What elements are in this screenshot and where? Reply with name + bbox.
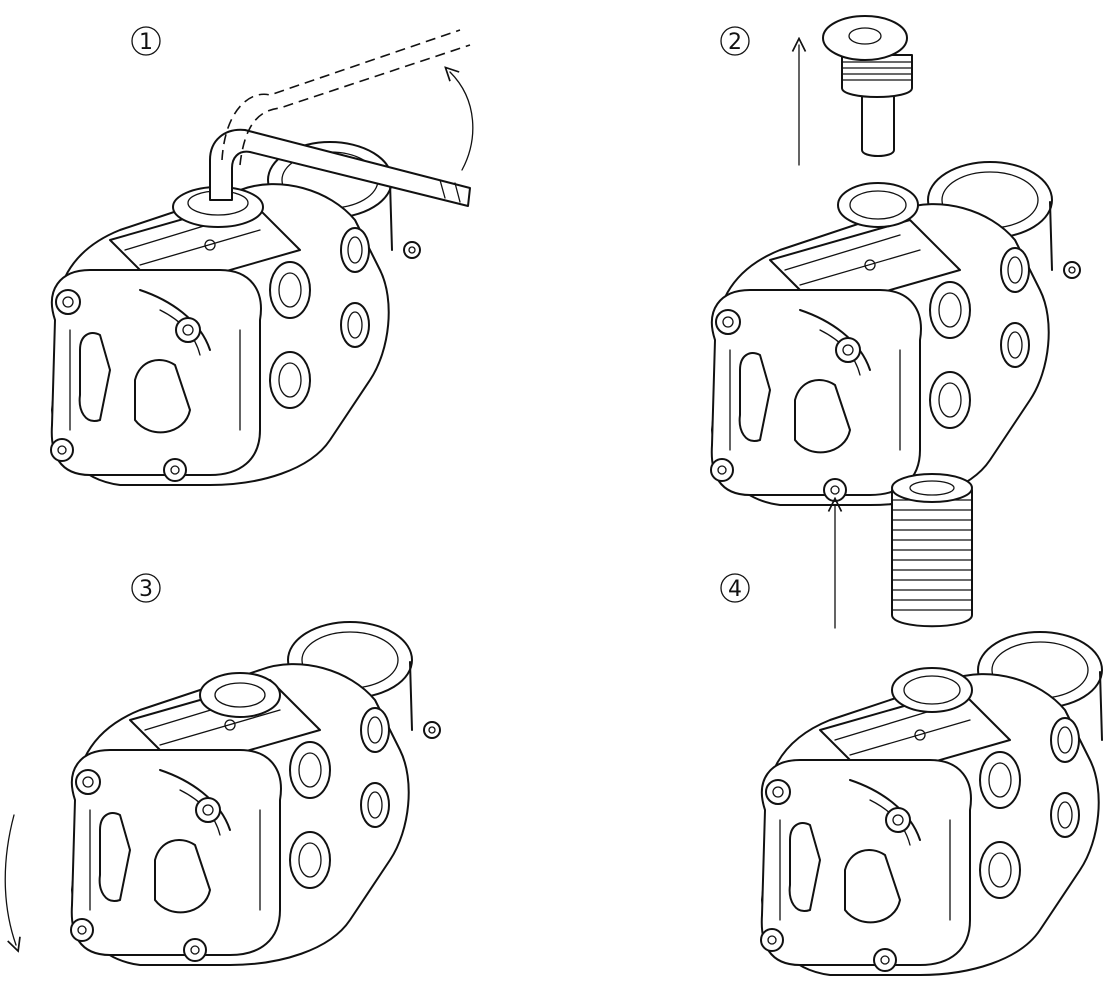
threaded-insert [891, 473, 973, 628]
hex-wrench [209, 128, 471, 207]
rotation-arrow [450, 72, 474, 171]
step-4-panel: 4 [720, 473, 1110, 976]
step-1-panel: 1 [50, 26, 474, 486]
top-cap-bolt [822, 15, 913, 157]
step-4-number: 4 [720, 573, 750, 603]
step-2-panel: 2 [710, 15, 1081, 506]
step-1-number: 1 [131, 26, 161, 56]
step-4-label: 4 [728, 577, 742, 602]
threaded-hole [837, 182, 919, 228]
step-1-label: 1 [139, 30, 153, 55]
step-3-panel: 3 [4, 573, 441, 966]
step-2-label: 2 [728, 30, 742, 55]
step-3-number: 3 [131, 573, 161, 603]
step-2-number: 2 [720, 26, 750, 56]
step-3-label: 3 [139, 577, 153, 602]
rotation-arrow-ccw [4, 814, 16, 945]
threaded-hole-empty [891, 667, 973, 713]
insert-in-hole [199, 672, 281, 718]
bike-stem-3 [70, 621, 441, 966]
wrench-rotation-ghost [221, 29, 471, 166]
